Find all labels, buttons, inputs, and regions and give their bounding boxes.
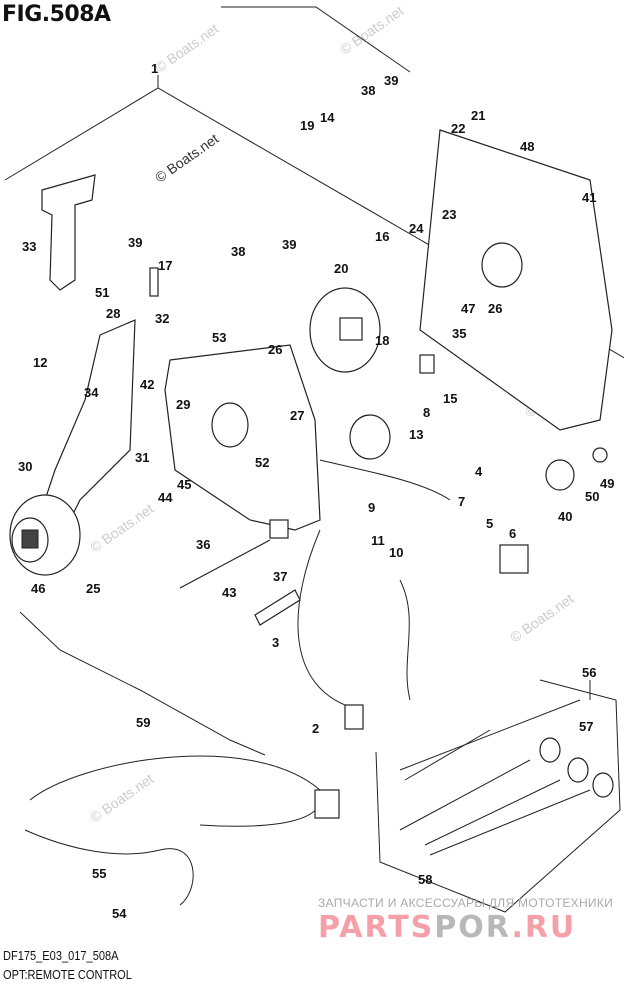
callout: 44 [158, 490, 173, 505]
callout: 51 [95, 285, 109, 300]
hardware-kit [375, 679, 621, 913]
callout: 25 [86, 581, 100, 596]
callout: 31 [135, 450, 149, 465]
callout: 13 [409, 427, 423, 442]
callout: 22 [451, 121, 465, 136]
callout: 32 [155, 311, 169, 326]
remote-control-housing [164, 129, 613, 531]
logo-part: .RU [511, 910, 577, 945]
callout: 5 [486, 516, 493, 531]
callout: 10 [389, 545, 403, 560]
callout: 1 [151, 61, 158, 76]
callout: 34 [84, 385, 99, 400]
callout: 40 [558, 509, 572, 524]
callout: 30 [18, 459, 32, 474]
callout: 29 [176, 397, 190, 412]
callout: 50 [585, 489, 599, 504]
callout: 39 [384, 73, 398, 88]
callout: 18 [375, 333, 389, 348]
callout: 15 [443, 391, 457, 406]
callout: 36 [196, 537, 210, 552]
callout: 35 [452, 326, 466, 341]
callout: 26 [488, 301, 502, 316]
small-parts [149, 267, 608, 819]
callout: 52 [255, 455, 269, 470]
callout: 4 [475, 464, 483, 479]
callout: 27 [290, 408, 304, 423]
callout: 57 [579, 719, 593, 734]
callout: 39 [282, 237, 296, 252]
callout: 59 [136, 715, 150, 730]
callout: 28 [106, 306, 120, 321]
callout: 26 [268, 342, 282, 357]
footer-watermark-tagline: ЗАПЧАСТИ И АКСЕССУАРЫ ДЛЯ МОТОТЕХНИКИ [318, 896, 614, 910]
callout: 23 [442, 207, 456, 222]
callout-labels: 1 33 39 17 51 28 32 12 34 42 30 29 31 44… [18, 61, 614, 921]
callout: 14 [320, 110, 335, 125]
footer-watermark-logo: PARTSPOR.RU [318, 910, 576, 945]
control-handle [9, 174, 136, 576]
callout: 16 [375, 229, 389, 244]
callout: 21 [471, 108, 485, 123]
figure-code: DF175_E03_017_508A [3, 948, 119, 963]
callout: 12 [33, 355, 47, 370]
callout: 41 [582, 190, 596, 205]
figure-title: FIG.508A [2, 2, 111, 27]
callout: 58 [418, 872, 432, 887]
callout: 49 [600, 476, 614, 491]
callout: 11 [371, 533, 385, 548]
callout: 53 [212, 330, 226, 345]
wiring-harness [19, 459, 451, 906]
callout: 55 [92, 866, 106, 881]
logo-part: POR [434, 910, 512, 945]
figure-caption: OPT:REMOTE CONTROL [3, 967, 132, 982]
callout: 2 [312, 721, 319, 736]
callout: 56 [582, 665, 596, 680]
callout: 9 [368, 500, 375, 515]
callout: 17 [158, 258, 172, 273]
callout: 7 [458, 494, 465, 509]
callout: 37 [273, 569, 287, 584]
callout: 39 [128, 235, 142, 250]
logo-part: PARTS [318, 910, 435, 945]
callout: 47 [461, 301, 475, 316]
callout: 54 [112, 906, 127, 921]
callout: 19 [300, 118, 314, 133]
callout: 24 [409, 221, 424, 236]
callout: 8 [423, 405, 430, 420]
callout: 38 [361, 83, 375, 98]
callout: 48 [520, 139, 534, 154]
callout: 45 [177, 477, 191, 492]
callout: 6 [509, 526, 516, 541]
callout: 33 [22, 239, 36, 254]
callout: 3 [272, 635, 279, 650]
callout: 20 [334, 261, 348, 276]
callout: 46 [31, 581, 45, 596]
callout: 38 [231, 244, 245, 259]
callout: 43 [222, 585, 236, 600]
callout: 42 [140, 377, 154, 392]
